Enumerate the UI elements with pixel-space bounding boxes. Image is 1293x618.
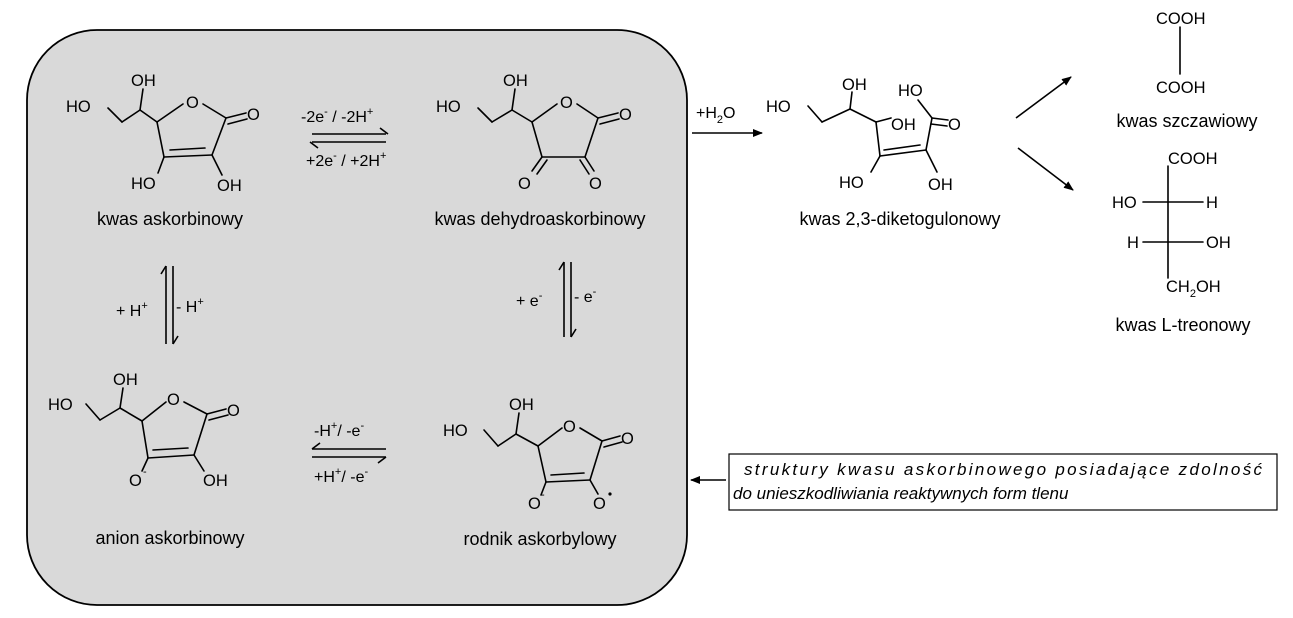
oxide-anion-label: O: [528, 495, 541, 513]
carbonyl-oxygen-label: O: [227, 402, 240, 420]
ring-oxygen-label: O: [186, 94, 199, 112]
ascorbyl-radical-label: rodnik askorbylowy: [463, 529, 616, 549]
dehydroascorbic-acid-label: kwas dehydroaskorbinowy: [434, 209, 645, 229]
hydroxyl-label: OH: [509, 396, 534, 414]
legend-note-line-2: do unieszkodliwiania reaktywnych form tl…: [733, 484, 1069, 503]
hydroxyl-label: HO: [48, 396, 73, 414]
hydroxyl-label: OH: [503, 72, 528, 90]
electron-gain-condition: + e-: [516, 290, 543, 310]
hydroxyl-label: HO: [443, 422, 468, 440]
threonic-arrow: [1017, 147, 1074, 191]
carboxyl-label: COOH: [1168, 150, 1218, 168]
hydroxyl-label: HO: [766, 98, 791, 116]
hydroxyl-label: HO: [1112, 194, 1137, 212]
oxide-anion-label: O: [129, 472, 142, 490]
hydrogen-label: H: [1206, 194, 1218, 212]
diketogulonic-acid-structure: HO OH OH HO O HO OH: [766, 76, 961, 194]
bottom-equilibrium-arrows: [311, 442, 387, 464]
ascorbyl-radical-structure: HO OH O O O - O: [443, 396, 634, 513]
oxalic-acid-label: kwas szczawiowy: [1116, 111, 1257, 131]
hydroxymethyl-label: CH2OH: [1166, 278, 1221, 300]
carbonyl-oxygen-label: O: [619, 106, 632, 124]
reduction-condition: +2e- / +2H+: [306, 150, 386, 170]
hydroxyl-label: HO: [66, 98, 91, 116]
carboxyl-label: COOH: [1156, 10, 1206, 28]
oxidation-condition: -2e- / -2H+: [301, 106, 373, 126]
negative-charge: -: [541, 489, 545, 501]
hydroxyl-label: HO: [839, 174, 864, 192]
carboxyl-label: COOH: [1156, 79, 1206, 97]
ascorbic-acid-label: kwas askorbinowy: [97, 209, 243, 229]
carbonyl-oxygen-label: O: [518, 175, 531, 193]
negative-charge: -: [143, 466, 147, 478]
ascorbic-acid-structure: HO OH O O HO OH: [66, 72, 260, 195]
ring-oxygen-label: O: [563, 418, 576, 436]
hydroxyl-label: OH: [131, 72, 156, 90]
hydroxyl-label: OH: [1206, 234, 1231, 252]
hydroxyl-label: HO: [898, 82, 923, 100]
ascorbate-anion-label: anion askorbinowy: [95, 528, 244, 548]
oxalic-arrow: [1015, 76, 1072, 119]
deprotonation-condition: - H+: [176, 296, 204, 316]
carbonyl-oxygen-label: O: [621, 430, 634, 448]
hydroxyl-label: OH: [113, 371, 138, 389]
hydroxyl-label: OH: [891, 116, 916, 134]
diketogulonic-acid-label: kwas 2,3-diketogulonowy: [799, 209, 1000, 229]
dehydroascorbic-acid-structure: HO OH O O O O: [436, 72, 632, 193]
oxalic-acid-structure: COOH COOH: [1156, 10, 1206, 97]
antioxidant-structures-panel: [26, 29, 688, 606]
hydrogen-label: H: [1127, 234, 1139, 252]
hydroxyl-label: OH: [203, 472, 228, 490]
radical-dot: [608, 492, 612, 496]
radical-formation-condition: -H+/ -e-: [314, 420, 364, 440]
right-equilibrium-arrows: [558, 261, 577, 338]
ring-oxygen-label: O: [167, 391, 180, 409]
hydroxyl-label: HO: [436, 98, 461, 116]
ring-oxygen-label: O: [560, 94, 573, 112]
electron-loss-condition: - e-: [574, 286, 597, 306]
threonic-acid-structure: COOH HO H H OH CH2OH: [1112, 150, 1231, 300]
legend-note-box: [728, 453, 1278, 511]
hydrolysis-condition: +H2O: [696, 105, 735, 126]
top-equilibrium-arrows: [309, 127, 389, 149]
carbonyl-oxygen-label: O: [948, 116, 961, 134]
left-equilibrium-arrows: [160, 265, 179, 345]
carbonyl-oxygen-label: O: [247, 106, 260, 124]
hydroxyl-label: HO: [131, 175, 156, 193]
threonic-acid-label: kwas L-treonowy: [1115, 315, 1250, 335]
ascorbate-anion-structure: HO OH O O O - OH: [48, 371, 240, 490]
legend-note-line-1: struktury kwasu askorbinowego posiadając…: [744, 460, 1263, 479]
protonation-condition: + H+: [116, 300, 148, 320]
hydroxyl-label: OH: [842, 76, 867, 94]
radical-reduction-condition: +H+/ -e-: [314, 466, 368, 486]
hydroxyl-label: OH: [928, 176, 953, 194]
radical-oxygen-label: O: [593, 495, 606, 513]
hydroxyl-label: OH: [217, 177, 242, 195]
carbonyl-oxygen-label: O: [589, 175, 602, 193]
